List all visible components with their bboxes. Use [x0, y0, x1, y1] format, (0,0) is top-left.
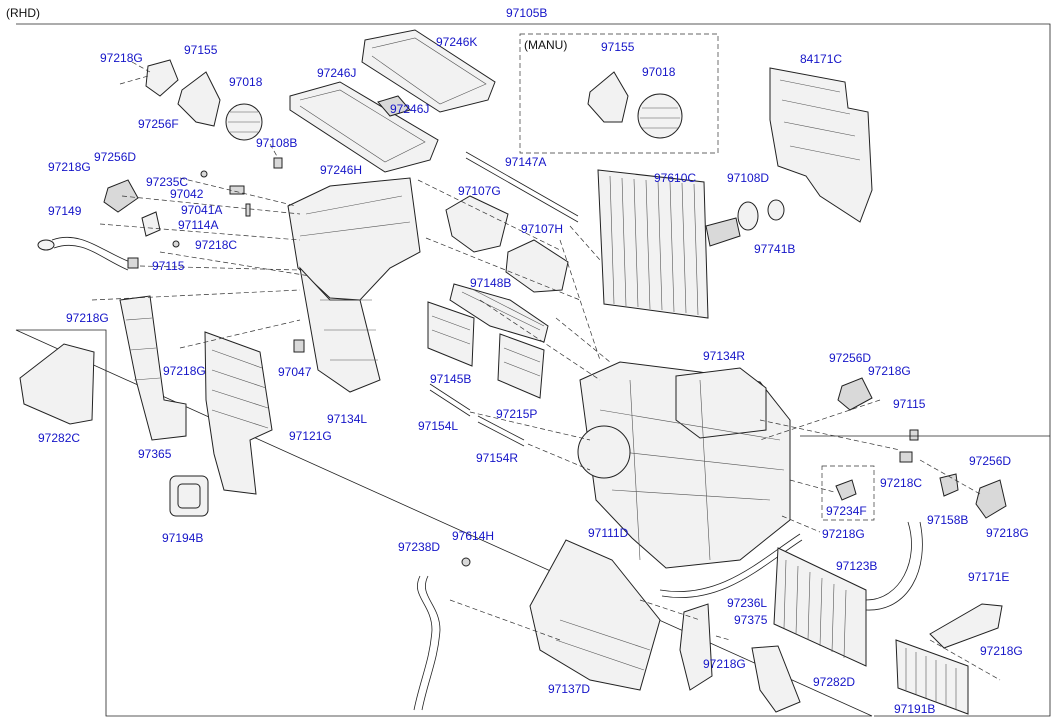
part-label[interactable]: 97137D — [548, 682, 590, 696]
part-label[interactable]: 97256D — [829, 351, 871, 365]
part-label[interactable]: 97107G — [458, 184, 501, 198]
part-label[interactable]: 97218C — [195, 238, 237, 252]
part-label[interactable]: 97148B — [470, 276, 511, 290]
part-label[interactable]: 97155 — [601, 40, 635, 54]
part-label[interactable]: 97218G — [868, 364, 911, 378]
variant-label: (RHD) — [6, 6, 40, 20]
part-label[interactable]: 97246K — [436, 35, 477, 49]
part-label[interactable]: 97147A — [505, 155, 546, 169]
part-label[interactable]: 97215P — [496, 407, 537, 421]
part-label[interactable]: 84171C — [800, 52, 842, 66]
part-label[interactable]: 97282C — [38, 431, 80, 445]
part-label[interactable]: 97234F — [826, 504, 867, 518]
part-label[interactable]: 97108D — [727, 171, 769, 185]
part-label[interactable]: 97218G — [163, 364, 206, 378]
part-label[interactable]: 97218G — [48, 160, 91, 174]
part-label[interactable]: 97218G — [980, 644, 1023, 658]
part-label[interactable]: 97121G — [289, 429, 332, 443]
part-label[interactable]: 97154L — [418, 419, 458, 433]
part-label[interactable]: 97246J — [317, 66, 356, 80]
part-label[interactable]: 97154R — [476, 451, 518, 465]
part-label[interactable]: 97218G — [986, 526, 1029, 540]
part-label[interactable]: 97614H — [452, 529, 494, 543]
part-label[interactable]: 97114A — [178, 218, 218, 232]
part-label[interactable]: 97238D — [398, 540, 440, 554]
part-label[interactable]: 97158B — [927, 513, 968, 527]
part-label[interactable]: 97218C — [880, 476, 922, 490]
part-label[interactable]: 97115 — [893, 397, 926, 411]
part-label[interactable]: 97235C — [146, 175, 188, 189]
part-label[interactable]: 97610C — [654, 171, 696, 185]
manual-box-label: (MANU) — [524, 38, 567, 52]
part-label[interactable]: 97218G — [66, 311, 109, 325]
part-label[interactable]: 97047 — [278, 365, 312, 379]
part-label[interactable]: 97236L — [727, 596, 767, 610]
part-label[interactable]: 97191B — [894, 702, 935, 716]
part-label[interactable]: 97218G — [822, 527, 865, 541]
assembly-label: 97105B — [506, 6, 547, 20]
part-label[interactable]: 97375 — [734, 613, 768, 627]
part-label[interactable]: 97218G — [100, 51, 143, 65]
part-label[interactable]: 97042 — [170, 187, 204, 201]
part-label[interactable]: 97134R — [703, 349, 745, 363]
part-label[interactable]: 97171E — [968, 570, 1009, 584]
part-label[interactable]: 97111D — [588, 526, 629, 540]
manual-variant-box — [519, 33, 719, 154]
part-label[interactable]: 97256D — [94, 150, 136, 164]
part-label[interactable]: 97741B — [754, 242, 795, 256]
part-label[interactable]: 97018 — [229, 75, 263, 89]
leader-lines — [91, 61, 1050, 681]
actuator-detail-box — [821, 465, 875, 521]
part-label[interactable]: 97246H — [320, 163, 362, 177]
assembly-frame — [15, 23, 1051, 717]
part-labels: (RHD) 97105B (MANU) 97218G 97155 97256F … — [6, 6, 1029, 716]
part-label[interactable]: 97246J — [390, 102, 429, 116]
part-label[interactable]: 97149 — [48, 204, 82, 218]
part-label[interactable]: 97123B — [836, 559, 877, 573]
part-label[interactable]: 97145B — [430, 372, 471, 386]
part-label[interactable]: 97134L — [327, 412, 367, 426]
part-label[interactable]: 97155 — [184, 43, 218, 57]
part-label[interactable]: 97282D — [813, 675, 855, 689]
part-label[interactable]: 97218G — [703, 657, 746, 671]
part-label[interactable]: 97018 — [642, 65, 676, 79]
part-label[interactable]: 97041A — [181, 203, 222, 217]
part-label[interactable]: 97115 — [152, 259, 185, 273]
part-shapes — [19, 29, 1007, 715]
part-label[interactable]: 97194B — [162, 531, 203, 545]
part-label[interactable]: 97365 — [138, 447, 172, 461]
part-label[interactable]: 97107H — [521, 222, 563, 236]
part-label[interactable]: 97108B — [256, 136, 297, 150]
part-label[interactable]: 97256D — [969, 454, 1011, 468]
part-label[interactable]: 97256F — [138, 117, 179, 131]
